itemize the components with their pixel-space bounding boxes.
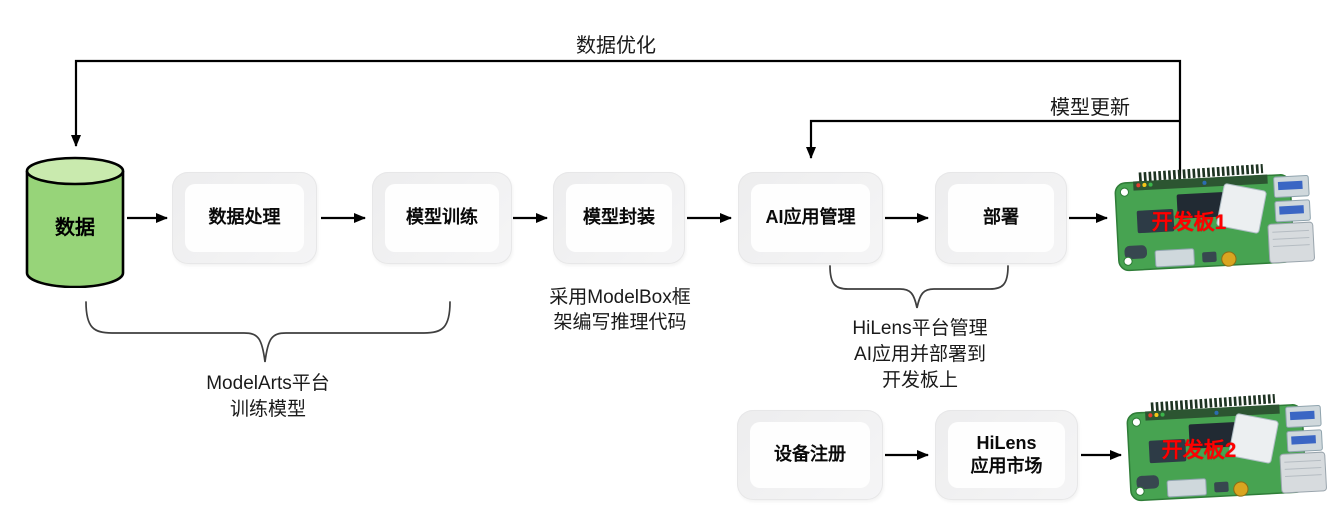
dev-board-2-label: 开发板2 <box>1161 439 1237 462</box>
module-chip <box>1136 209 1175 234</box>
dev-board-icon <box>1114 163 1315 272</box>
step-model-training: 模型训练 <box>372 172 512 264</box>
dev-board-1-label: 开发板1 <box>1151 211 1227 234</box>
model-update-label: 模型更新 <box>1050 97 1130 119</box>
ethernet-ridges <box>1284 459 1322 478</box>
step-device-register-label: 设备注册 <box>750 422 870 488</box>
usb-port-2-tongue <box>1291 435 1316 445</box>
step-data-processing-label: 数据处理 <box>185 184 304 252</box>
led-red <box>1148 413 1153 418</box>
led-green <box>1160 412 1165 417</box>
step-device-register: 设备注册 <box>737 410 883 500</box>
mount-hole-2 <box>1123 256 1133 266</box>
heatsink <box>1216 183 1267 234</box>
gpio-pins <box>1150 393 1276 412</box>
audio-block <box>1214 481 1229 493</box>
audio-block <box>1202 251 1217 263</box>
step-deploy-label: 部署 <box>948 184 1054 252</box>
cylinder-body <box>25 171 125 289</box>
data-cylinder-label: 数据 <box>55 217 95 239</box>
step-data-processing: 数据处理 <box>172 172 317 264</box>
usb-port-1-tongue <box>1277 180 1303 191</box>
gpio-header <box>1145 404 1280 421</box>
usb-port-1-tongue <box>1289 410 1315 421</box>
data-optimization-label: 数据优化 <box>576 35 656 57</box>
usbc-port <box>1124 245 1148 260</box>
ethernet-ridges <box>1272 229 1310 248</box>
step-model-training-label: 模型训练 <box>385 184 499 252</box>
heatsink <box>1228 413 1279 464</box>
led-blue <box>1214 410 1219 415</box>
ethernet-port <box>1279 451 1327 494</box>
step-hilens-market-label: HiLens 应用市场 <box>948 422 1065 488</box>
hilens-brace <box>829 265 1009 309</box>
hilens-note: HiLens平台管理 AI应用并部署到 开发板上 <box>852 318 988 391</box>
dev-board-1: 开发板1 <box>1112 162 1317 274</box>
antenna-jack <box>1233 481 1249 497</box>
usbc-port <box>1136 475 1160 490</box>
dev-board-pcb-group <box>1126 393 1327 502</box>
modelarts-note: ModelArts平台 训练模型 <box>206 373 330 420</box>
soc-chip <box>1176 192 1225 219</box>
step-ai-app-management: AI应用管理 <box>738 172 883 264</box>
step-deploy: 部署 <box>935 172 1067 264</box>
dev-board-pcb-group <box>1114 163 1315 272</box>
data-cylinder: 数据 <box>25 155 125 289</box>
mount-hole-2 <box>1135 486 1145 496</box>
led-blue <box>1202 180 1207 185</box>
soc-chip <box>1188 422 1237 449</box>
dev-board-icon <box>1126 393 1327 502</box>
hdmi-port <box>1166 478 1207 498</box>
hdmi-port <box>1154 248 1195 268</box>
led-yellow <box>1154 412 1159 418</box>
step-model-packaging-label: 模型封装 <box>566 184 672 252</box>
mount-hole-1 <box>1131 417 1142 427</box>
module-chip <box>1148 439 1187 464</box>
step-ai-app-management-label: AI应用管理 <box>751 184 870 252</box>
modelarts-brace <box>85 301 451 363</box>
usb-port-2-tongue <box>1279 205 1304 215</box>
step-hilens-market: HiLens 应用市场 <box>935 410 1078 500</box>
model-update-feedback-line <box>806 119 1180 159</box>
step-model-packaging: 模型封装 <box>553 172 685 264</box>
modelbox-note: 采用ModelBox框 架编写推理代码 <box>549 287 691 333</box>
mount-hole-1 <box>1119 187 1130 197</box>
ethernet-port <box>1267 221 1315 264</box>
dev-board-2: 开发板2 <box>1124 392 1329 504</box>
cylinder-top <box>25 156 125 186</box>
antenna-jack <box>1221 251 1237 267</box>
